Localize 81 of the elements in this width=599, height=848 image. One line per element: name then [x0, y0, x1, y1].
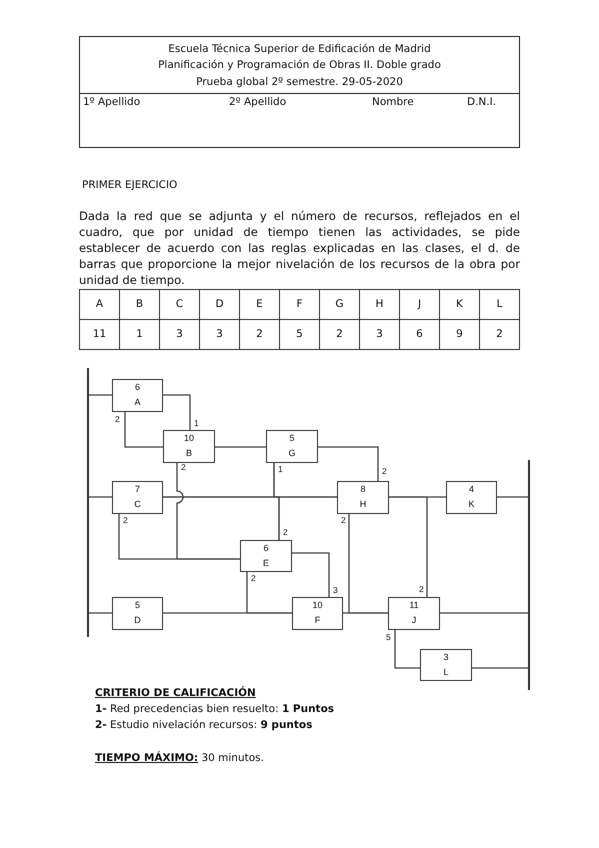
activity-box: [266, 430, 318, 463]
duration-number: 5: [134, 600, 141, 610]
connector-line: [124, 412, 163, 448]
duration-number: 10: [182, 433, 195, 443]
instruction-paragraph: Dada la red que se adjunta y el número de recursos, reflejados en el cuadro, que por unidad de tiempo tienen las actividades, se pide establecer de acuerdo con las reglas explicadas en las clases, el d. de barras que proporcione la mejor nivelación de los recursos de la obra por unidad de tiempo.: [79, 208, 520, 288]
lag-label: 2: [340, 516, 347, 525]
activity-box: [112, 481, 163, 514]
header-text: Escuela Técnica Superior de Edificación de Madrid: [167, 43, 432, 55]
duration-number: 6: [262, 543, 270, 553]
duration-number: 4: [468, 484, 475, 494]
field-label: 2º Apellido: [229, 96, 286, 108]
activity-box: [388, 597, 440, 630]
table-cell: L: [479, 289, 520, 320]
connector-line: [389, 496, 428, 597]
connector-line: [88, 612, 112, 614]
header-text: Prueba global 2º semestre. 29-05-2020: [195, 76, 404, 88]
section-heading: PRIMER EJERCICIO: [82, 179, 178, 191]
lag-label: 2: [180, 463, 187, 472]
activity-letter: H: [358, 499, 368, 509]
connector-line: [343, 612, 388, 614]
duration-number: 10: [311, 600, 324, 610]
field-label: 1º Apellido: [83, 96, 140, 108]
duration-number: 5: [288, 433, 296, 443]
connector-line: [118, 514, 240, 560]
activity-letter: A: [133, 397, 142, 407]
activity-box: [446, 481, 497, 514]
table-cell: 11: [79, 319, 120, 350]
connector-line: [163, 612, 292, 614]
activity-letter: F: [314, 615, 322, 625]
duration-number: 11: [408, 600, 420, 610]
criteria-item: 1- Red precedencias bien resuelto: 1 Puntos: [95, 703, 334, 715]
activity-box: [112, 597, 163, 630]
header-text: Planificación y Programación de Obras II. Doble grado: [157, 59, 442, 71]
connector-line: [215, 446, 266, 448]
activity-box: [163, 430, 215, 463]
lag-label: 2: [381, 467, 388, 476]
criteria-heading: CRITERIO DE CALIFICACIÓN: [95, 687, 256, 699]
table-cell: 2: [479, 319, 520, 350]
activity-letter: L: [442, 667, 450, 677]
activity-letter: K: [467, 499, 476, 509]
activity-letter: D: [133, 615, 142, 625]
lag-label: 2: [418, 585, 425, 594]
duration-number: 6: [134, 382, 141, 392]
lag-label: 2: [114, 415, 121, 424]
connector-line: [292, 552, 330, 597]
lag-label: 3: [332, 586, 339, 595]
criteria-item: 2- Estudio nivelación recursos: 9 puntos: [95, 719, 312, 731]
activity-letter: C: [133, 499, 142, 509]
activity-letter: J: [410, 615, 418, 625]
activity-box: [240, 540, 292, 572]
connector-line: [318, 446, 379, 481]
lag-label: 2: [282, 528, 289, 537]
lag-label: 1: [277, 465, 284, 474]
field-label: Nombre: [372, 96, 414, 108]
student-fields-box: [79, 93, 520, 148]
connector-line: [88, 394, 112, 396]
duration-number: 7: [134, 484, 141, 494]
activity-letter: G: [287, 448, 296, 458]
connector-line: [394, 630, 420, 669]
connector-line: [273, 463, 280, 540]
activity-box: [420, 649, 472, 681]
lag-label: 2: [122, 516, 129, 525]
activity-box: [112, 379, 163, 412]
activity-letter: B: [184, 448, 193, 458]
time-limit-text: TIEMPO MÁXIMO: 30 minutos.: [95, 752, 264, 764]
duration-number: 3: [442, 652, 450, 662]
connector-line: [88, 496, 112, 498]
connector-line: [440, 612, 529, 614]
table-cell: A: [79, 289, 120, 320]
activity-letter: E: [262, 558, 270, 568]
field-label: D.N.I.: [467, 96, 496, 108]
connector-line: [163, 394, 191, 430]
connector-line: [472, 667, 529, 669]
activity-box: [292, 597, 343, 630]
activity-box: [337, 481, 389, 514]
header-box: [79, 36, 520, 94]
lag-label: 2: [250, 574, 257, 583]
connector-line: [497, 496, 529, 498]
lag-label: 1: [193, 419, 200, 428]
lag-label: 5: [385, 633, 392, 642]
duration-number: 8: [359, 484, 366, 494]
